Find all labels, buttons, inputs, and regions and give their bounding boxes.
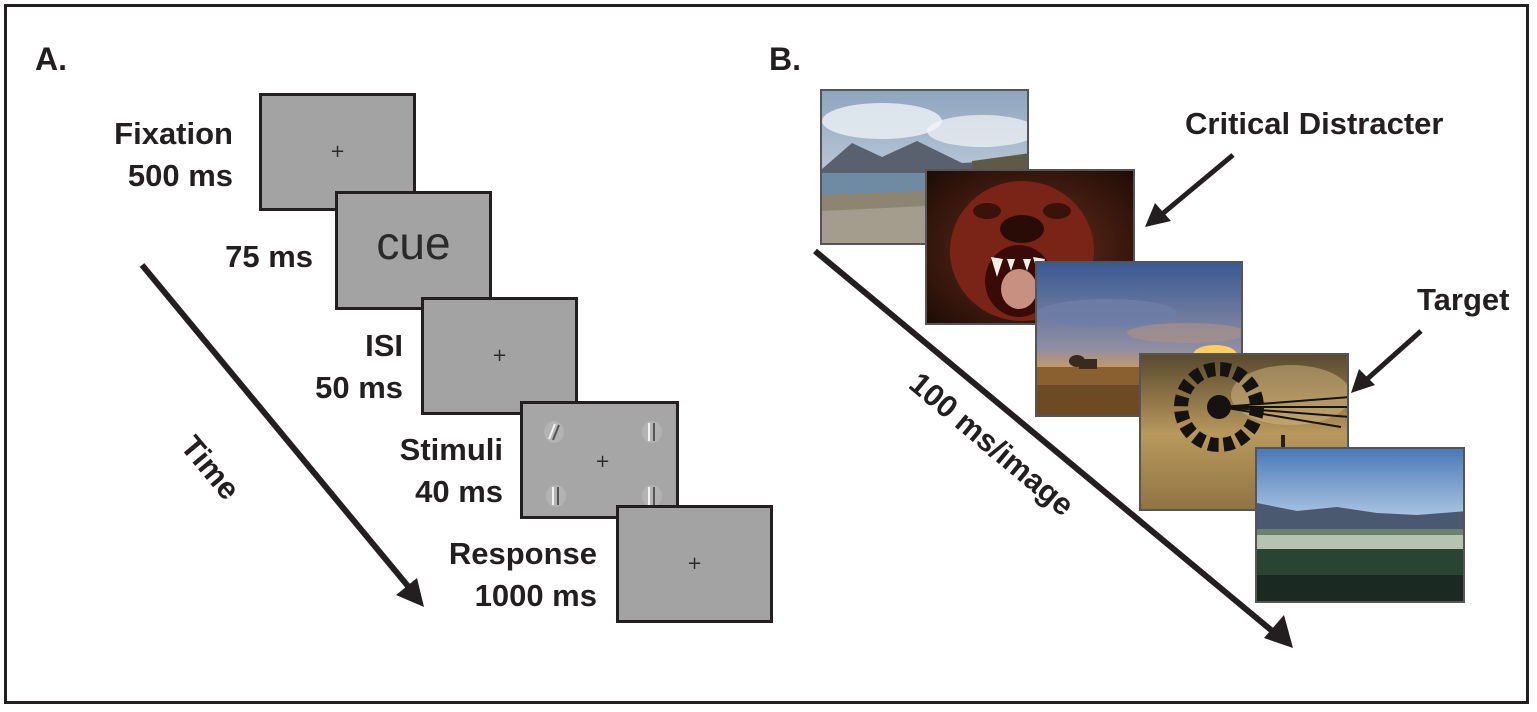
target-arrow [1351,329,1423,393]
isi-fixation-cross: + [491,345,508,366]
fixation-label: Fixation 500 ms [67,113,233,197]
critical-distracter-arrow [1145,153,1235,227]
target-label: Target [1417,282,1510,317]
response-duration: 1000 ms [474,578,597,613]
gabor-patch-bottom-right [642,485,662,507]
response-name: Response [448,536,597,571]
cue-text: cue [376,217,451,269]
isi-name: ISI [365,328,403,363]
isi-screen: + [421,297,578,415]
response-screen: + [616,505,773,623]
stimuli-name: Stimuli [399,432,503,467]
stimuli-duration: 40 ms [415,474,503,509]
gabor-patch-top-left [544,421,564,443]
time-arrow [139,263,424,607]
fixation-name: Fixation [114,116,233,151]
image-windmill [1139,353,1349,511]
panel-a-label: A. [35,41,67,77]
image-sequence-arrow [813,248,1293,648]
isi-duration: 50 ms [315,370,403,405]
stimuli-screen: + [520,401,679,519]
cue-duration-label: 75 ms [225,239,313,274]
figure-frame: A. Fixation 500 ms + 75 ms cue ISI 50 ms… [4,4,1529,704]
isi-label: ISI 50 ms [247,325,403,409]
stimuli-fixation-cross: + [595,451,611,473]
stimuli-label: Stimuli 40 ms [337,429,503,513]
gabor-patch-bottom-left [546,485,566,507]
image-mountain-field [1255,447,1465,603]
cue-screen: cue [335,191,492,310]
windmill-drawing [1141,355,1347,509]
panel-b-label: B. [769,41,801,77]
response-fixation-cross: + [686,553,703,574]
response-label: Response 1000 ms [387,533,597,617]
gabor-patch-top-right [642,421,662,443]
fixation-cross: + [329,141,346,162]
mountain-field-drawing [1257,449,1463,601]
critical-distracter-label: Critical Distracter [1185,106,1444,141]
fixation-duration: 500 ms [127,158,233,193]
